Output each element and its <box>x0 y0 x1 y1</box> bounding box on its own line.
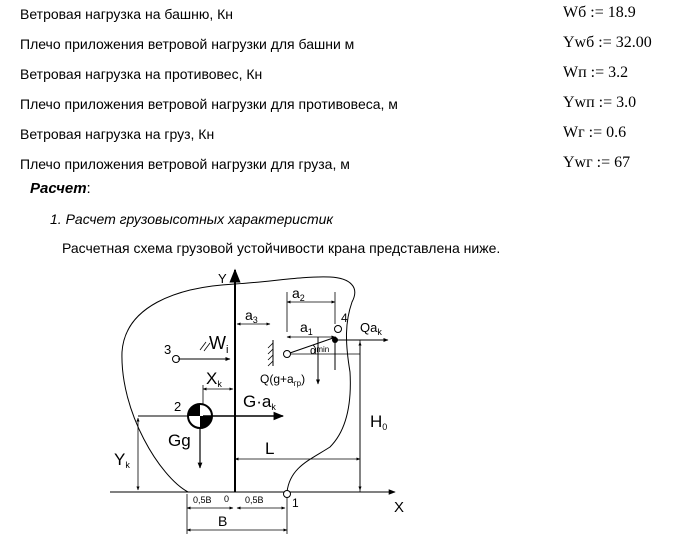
point-4-marker <box>334 325 342 333</box>
b-label: B <box>218 513 227 529</box>
param-row-tower-wind-load: Ветровая нагрузка на башню, Кн Wб := 18.… <box>0 2 698 32</box>
subsection-heading: 1. Расчет грузовысотных характеристик <box>50 211 334 227</box>
q-load-label: Q(g+aгр) <box>260 372 305 388</box>
description-paragraph: Расчетная схема грузовой устойчивости кр… <box>62 240 501 256</box>
param-value: Ywп := 3.0 <box>563 94 637 111</box>
param-value: Ywг := 67 <box>563 154 631 171</box>
point-4-label: 4 <box>341 311 348 325</box>
param-value: Wг := 0.6 <box>563 124 627 141</box>
point-2-label: 2 <box>174 399 181 414</box>
param-label: Плечо приложения ветровой нагрузки для г… <box>20 156 350 172</box>
param-value: Wб := 18.9 <box>563 4 636 21</box>
param-value: Ywб := 32.00 <box>563 34 652 51</box>
yk-label: Yk <box>114 450 130 470</box>
param-row-load-wind-arm: Плечо приложения ветровой нагрузки для г… <box>0 152 698 182</box>
xk-label: Xk <box>206 369 222 389</box>
qak-label: Qak <box>360 320 382 337</box>
param-label: Плечо приложения ветровой нагрузки для п… <box>20 96 398 112</box>
boom-hinge-marker <box>283 350 291 358</box>
alpha-min-label: αmin <box>310 345 329 357</box>
section-heading: Расчет: <box>30 180 91 197</box>
load-hook <box>332 337 338 343</box>
param-row-counterweight-wind-arm: Плечо приложения ветровой нагрузки для п… <box>0 92 698 122</box>
x-axis-label: X <box>394 499 404 516</box>
l-label: L <box>265 439 274 458</box>
point-1-marker <box>283 490 291 498</box>
point-1-label: 1 <box>292 496 299 510</box>
section-title: Расчет <box>30 180 87 197</box>
half-b-right-label: 0,5B <box>245 495 264 505</box>
gg-label: Gg <box>168 431 191 450</box>
h0-label: H0 <box>370 412 387 432</box>
boom-line <box>286 336 337 355</box>
gak-label: G·ak <box>243 392 276 412</box>
param-label: Ветровая нагрузка на противовес, Кн <box>20 66 263 82</box>
crane-contour <box>121 276 356 493</box>
a1-label: a1 <box>300 319 313 337</box>
origin-label: 0 <box>224 494 229 504</box>
half-b-left-label: 0,5B <box>193 495 212 505</box>
param-value: Wп := 3.2 <box>563 64 629 81</box>
crane-stability-diagram: Y X a2 a3 a1 4 Qak αmin Q(g+aгр) 3 Wi Xk… <box>110 268 404 534</box>
y-axis-label: Y <box>218 271 227 286</box>
wi-label: Wi <box>209 333 228 356</box>
param-label: Ветровая нагрузка на башню, Кн <box>20 6 233 22</box>
param-row-load-wind-load: Ветровая нагрузка на груз, Кн Wг := 0.6 <box>0 122 698 152</box>
param-label: Плечо приложения ветровой нагрузки для б… <box>20 36 355 52</box>
a2-label: a2 <box>292 285 305 303</box>
param-row-tower-wind-arm: Плечо приложения ветровой нагрузки для б… <box>0 32 698 62</box>
param-row-counterweight-wind-load: Ветровая нагрузка на противовес, Кн Wп :… <box>0 62 698 92</box>
alpha-min-arc <box>312 344 317 355</box>
param-label: Ветровая нагрузка на груз, Кн <box>20 126 215 142</box>
point-3-label: 3 <box>164 342 171 357</box>
a3-label: a3 <box>245 307 258 325</box>
section-colon: : <box>86 180 91 197</box>
